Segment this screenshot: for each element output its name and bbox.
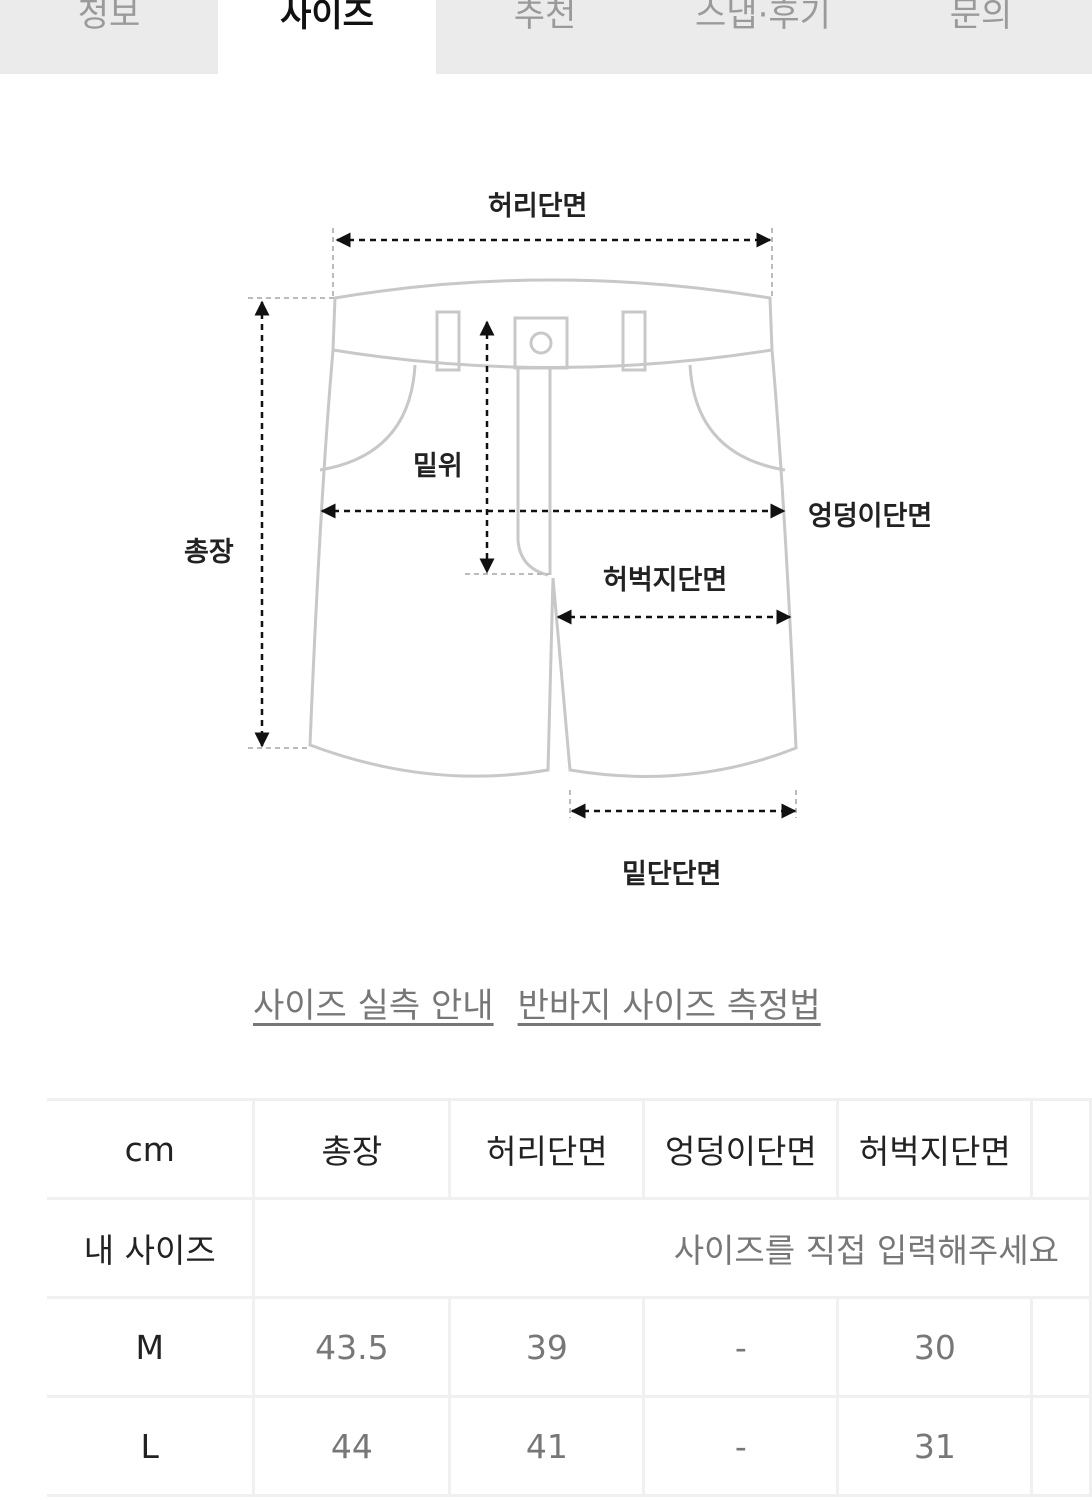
shorts-outline [308, 278, 798, 778]
label-length: 총장 [184, 537, 234, 568]
tab-label: 정보 [77, 0, 141, 35]
label-hem: 밑단단면 [622, 859, 722, 890]
measure-arrows [254, 232, 797, 819]
header-cell: 엉덩이단면 [642, 1098, 840, 1200]
guide-links: 사이즈 실측 안내 반바지 사이즈 측정법 [253, 978, 821, 1027]
tab-recommend[interactable]: 추천 [436, 0, 654, 74]
tab-info[interactable]: 정보 [0, 0, 218, 74]
tab-label: 추천 [513, 0, 577, 35]
size-table: cm 총장 허리단면 엉덩이단면 허벅지단면 내 사이즈 사이즈를 직접 입력해… [47, 1098, 1092, 1497]
header-cell: 허리단면 [448, 1098, 646, 1200]
tab-label: 사이즈 [280, 0, 374, 35]
table-row: M 43.5 39 - 30 [47, 1296, 1092, 1398]
value-cell: 30 [836, 1296, 1034, 1398]
value-cell: 43.5 [252, 1296, 452, 1398]
tab-inquiry[interactable]: 문의 [872, 0, 1090, 74]
tab-label: 문의 [949, 0, 1013, 35]
size-cell: L [47, 1395, 256, 1497]
size-cell: M [47, 1296, 256, 1398]
label-waist: 허리단면 [488, 191, 588, 222]
header-cell [1030, 1098, 1092, 1200]
value-cell: - [642, 1395, 840, 1497]
tab-snap-review[interactable]: 스냅·후기 [654, 0, 872, 74]
label-thigh: 허벅지단면 [603, 565, 728, 596]
my-size-input[interactable]: 사이즈를 직접 입력해주세요 [252, 1197, 1092, 1299]
header-cell: 허벅지단면 [836, 1098, 1034, 1200]
label-rise: 밑위 [413, 451, 463, 482]
table-header-row: cm 총장 허리단면 엉덩이단면 허벅지단면 [47, 1098, 1092, 1200]
table-row: L 44 41 - 31 [47, 1395, 1092, 1497]
tab-bar-fill [1090, 0, 1092, 74]
measure-guide-link[interactable]: 반바지 사이즈 측정법 [517, 986, 821, 1026]
value-cell: 31 [836, 1395, 1034, 1497]
value-cell [1030, 1395, 1092, 1497]
tab-bar: 정보 사이즈 추천 스냅·후기 문의 [0, 0, 1092, 74]
tab-size[interactable]: 사이즈 [218, 0, 436, 74]
value-cell [1030, 1296, 1092, 1398]
value-cell: 41 [448, 1395, 646, 1497]
label-hip: 엉덩이단면 [808, 501, 933, 532]
value-cell: 44 [252, 1395, 452, 1497]
value-cell: 39 [448, 1296, 646, 1398]
my-size-label: 내 사이즈 [47, 1197, 256, 1299]
shorts-diagram [248, 228, 798, 819]
header-cell: cm [47, 1098, 256, 1200]
my-size-row: 내 사이즈 사이즈를 직접 입력해주세요 [47, 1197, 1092, 1299]
value-cell: - [642, 1296, 840, 1398]
tab-label: 스냅·후기 [695, 0, 831, 35]
header-cell: 총장 [252, 1098, 452, 1200]
size-guide-link[interactable]: 사이즈 실측 안내 [253, 986, 494, 1026]
